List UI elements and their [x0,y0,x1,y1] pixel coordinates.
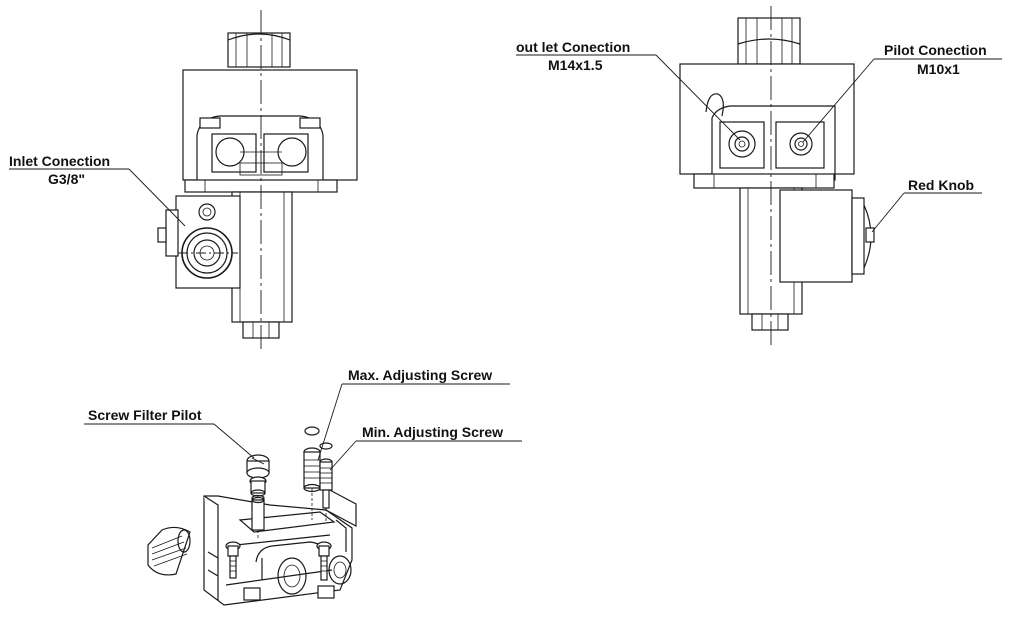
cover-plate-left [196,115,324,186]
inlet-block [157,195,241,289]
red-knob-callout: Red Knob [871,177,982,233]
base-body [203,487,357,606]
inlet-connection-callout: Inlet Conection G3/8" [9,153,186,227]
inlet-connection-label: Inlet Conection [9,153,110,169]
exploded-view [147,426,357,606]
red-knob-label: Red Knob [908,177,974,193]
max-adjusting-screw-callout: Max. Adjusting Screw [317,367,510,461]
base-screw-right [316,541,332,581]
min-adjusting-screw-part [319,442,333,509]
min-adjusting-screw-label: Min. Adjusting Screw [362,424,503,440]
outlet-connection-label: out let Conection [516,39,630,55]
base-screw-left [225,541,241,579]
cover-plate-right [705,93,836,181]
side-plug [147,526,191,576]
lower-body-left [231,191,293,323]
outlet-size-label: M14x1.5 [548,57,603,73]
min-adjusting-screw-callout: Min. Adjusting Screw [329,424,522,471]
flange-right [693,173,835,189]
top-nut-right [737,17,801,65]
top-nut-left [227,32,291,68]
pilot-connection-label: Pilot Conection [884,42,987,58]
pilot-size-label: M10x1 [917,61,960,77]
screw-filter-pilot-label: Screw Filter Pilot [88,407,202,423]
screw-filter-pilot-part [246,454,270,531]
red-knob-housing [779,189,875,283]
max-adjusting-screw-part [303,426,321,493]
pilot-connection-callout: Pilot Conection M10x1 [802,42,1002,143]
screw-filter-pilot-callout: Screw Filter Pilot [84,407,255,459]
front-view-right [679,6,875,346]
bottom-nut-right [751,313,789,331]
front-view-left [157,10,358,352]
outlet-connection-callout: out let Conection M14x1.5 [516,39,741,141]
inlet-size-label: G3/8" [48,171,85,187]
max-adjusting-screw-label: Max. Adjusting Screw [348,367,492,383]
